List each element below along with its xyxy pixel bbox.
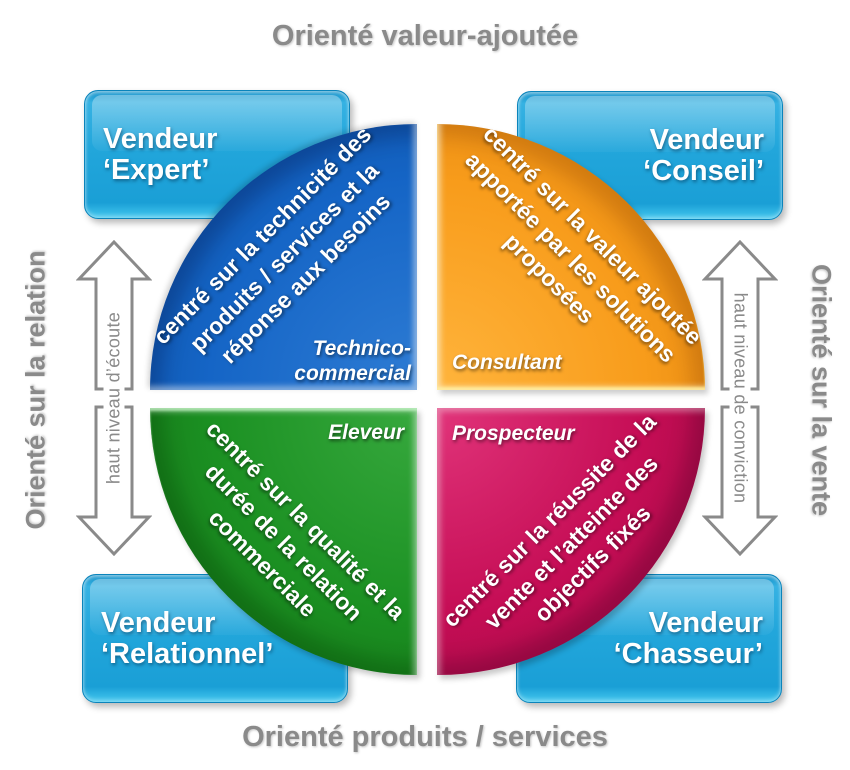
box-label-line: ‘Relationnel’ xyxy=(101,637,274,670)
box-label-line: Vendeur xyxy=(103,122,218,155)
box-label-line: ‘Conseil’ xyxy=(643,154,764,187)
box-label-line: Vendeur xyxy=(101,606,216,639)
quadrant-title: Eleveur xyxy=(328,421,404,444)
axis-title-top: Orienté valeur-ajoutée xyxy=(271,20,579,52)
box-vendeur-chasseur: Vendeur ‘Chasseur’ xyxy=(516,574,782,703)
left-double-arrow: haut niveau d’écoute xyxy=(76,240,152,556)
right-arrow-label: haut niveau de conviction xyxy=(729,288,751,508)
axis-title-left: Orienté sur la relation xyxy=(20,250,51,530)
quadrant-title-line: Technico- xyxy=(312,336,411,360)
quadrant-title: Technico- commercial xyxy=(294,336,411,386)
box-label-line: Vendeur xyxy=(649,123,764,156)
right-double-arrow: haut niveau de conviction xyxy=(702,240,778,556)
quadrant-title: Consultant xyxy=(452,350,562,374)
quadrant-title-line: commercial xyxy=(294,361,411,385)
axis-title-bottom: Orienté produits / services xyxy=(242,721,608,753)
box-label-line: ‘Chasseur’ xyxy=(613,637,763,670)
axis-title-right: Orienté sur la vente xyxy=(806,263,837,517)
box-label-line: ‘Expert’ xyxy=(103,153,210,186)
left-arrow-label: haut niveau d’écoute xyxy=(103,307,125,489)
quadrant-title: Prospecteur xyxy=(452,422,575,445)
box-label-line: Vendeur xyxy=(648,606,763,639)
